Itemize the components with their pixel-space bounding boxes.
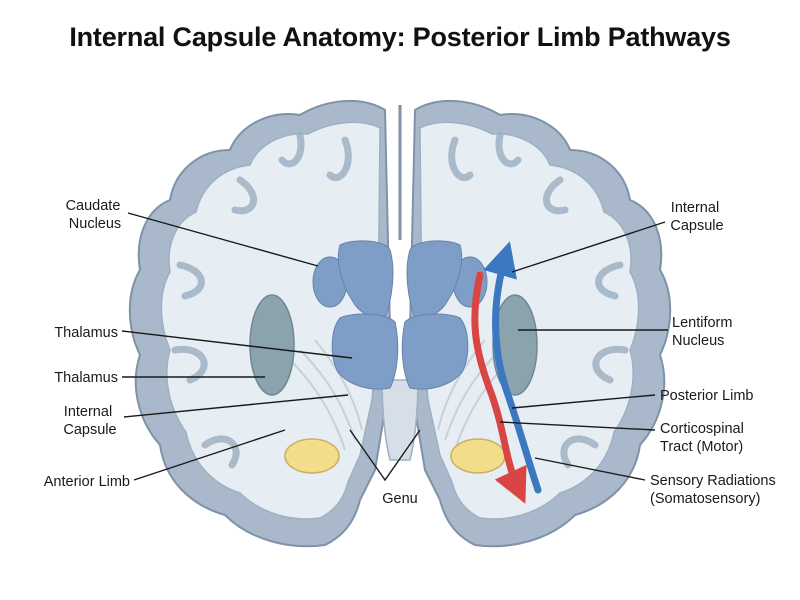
corticospinal-tract-arrow (471, 271, 527, 504)
thalamus-lower-label: Thalamus (54, 370, 118, 386)
anterior-limb-label: Anterior Limb (44, 474, 130, 490)
yellow-structure-left (284, 438, 340, 474)
posterior-limb-label: Posterior Limb (660, 388, 753, 404)
corticospinal-tract-label: Corticospinal Tract (Motor) (660, 421, 748, 455)
thalamus-right (401, 313, 469, 390)
lentiform-nucleus-label: Lentiform Nucleus (672, 315, 736, 349)
diagram-title: Internal Capsule Anatomy: Posterior Limb… (69, 22, 731, 52)
caudate-nucleus-label: Caudate Nucleus (66, 198, 125, 232)
yellow-structure-right (450, 438, 506, 474)
sensory-radiations-arrow (483, 241, 542, 494)
genu-label: Genu (382, 491, 417, 507)
sensory-radiations-label: Sensory Radiations (Somatosensory) (650, 473, 780, 507)
midline-structure (381, 379, 419, 461)
lentiform-nucleus-left (249, 294, 295, 396)
thalamus-upper-label: Thalamus (54, 325, 118, 341)
internal-capsule-left-label: Internal Capsule (63, 404, 116, 438)
internal-capsule-right-label: Internal Capsule (670, 200, 723, 234)
thalamus-left (331, 313, 399, 390)
